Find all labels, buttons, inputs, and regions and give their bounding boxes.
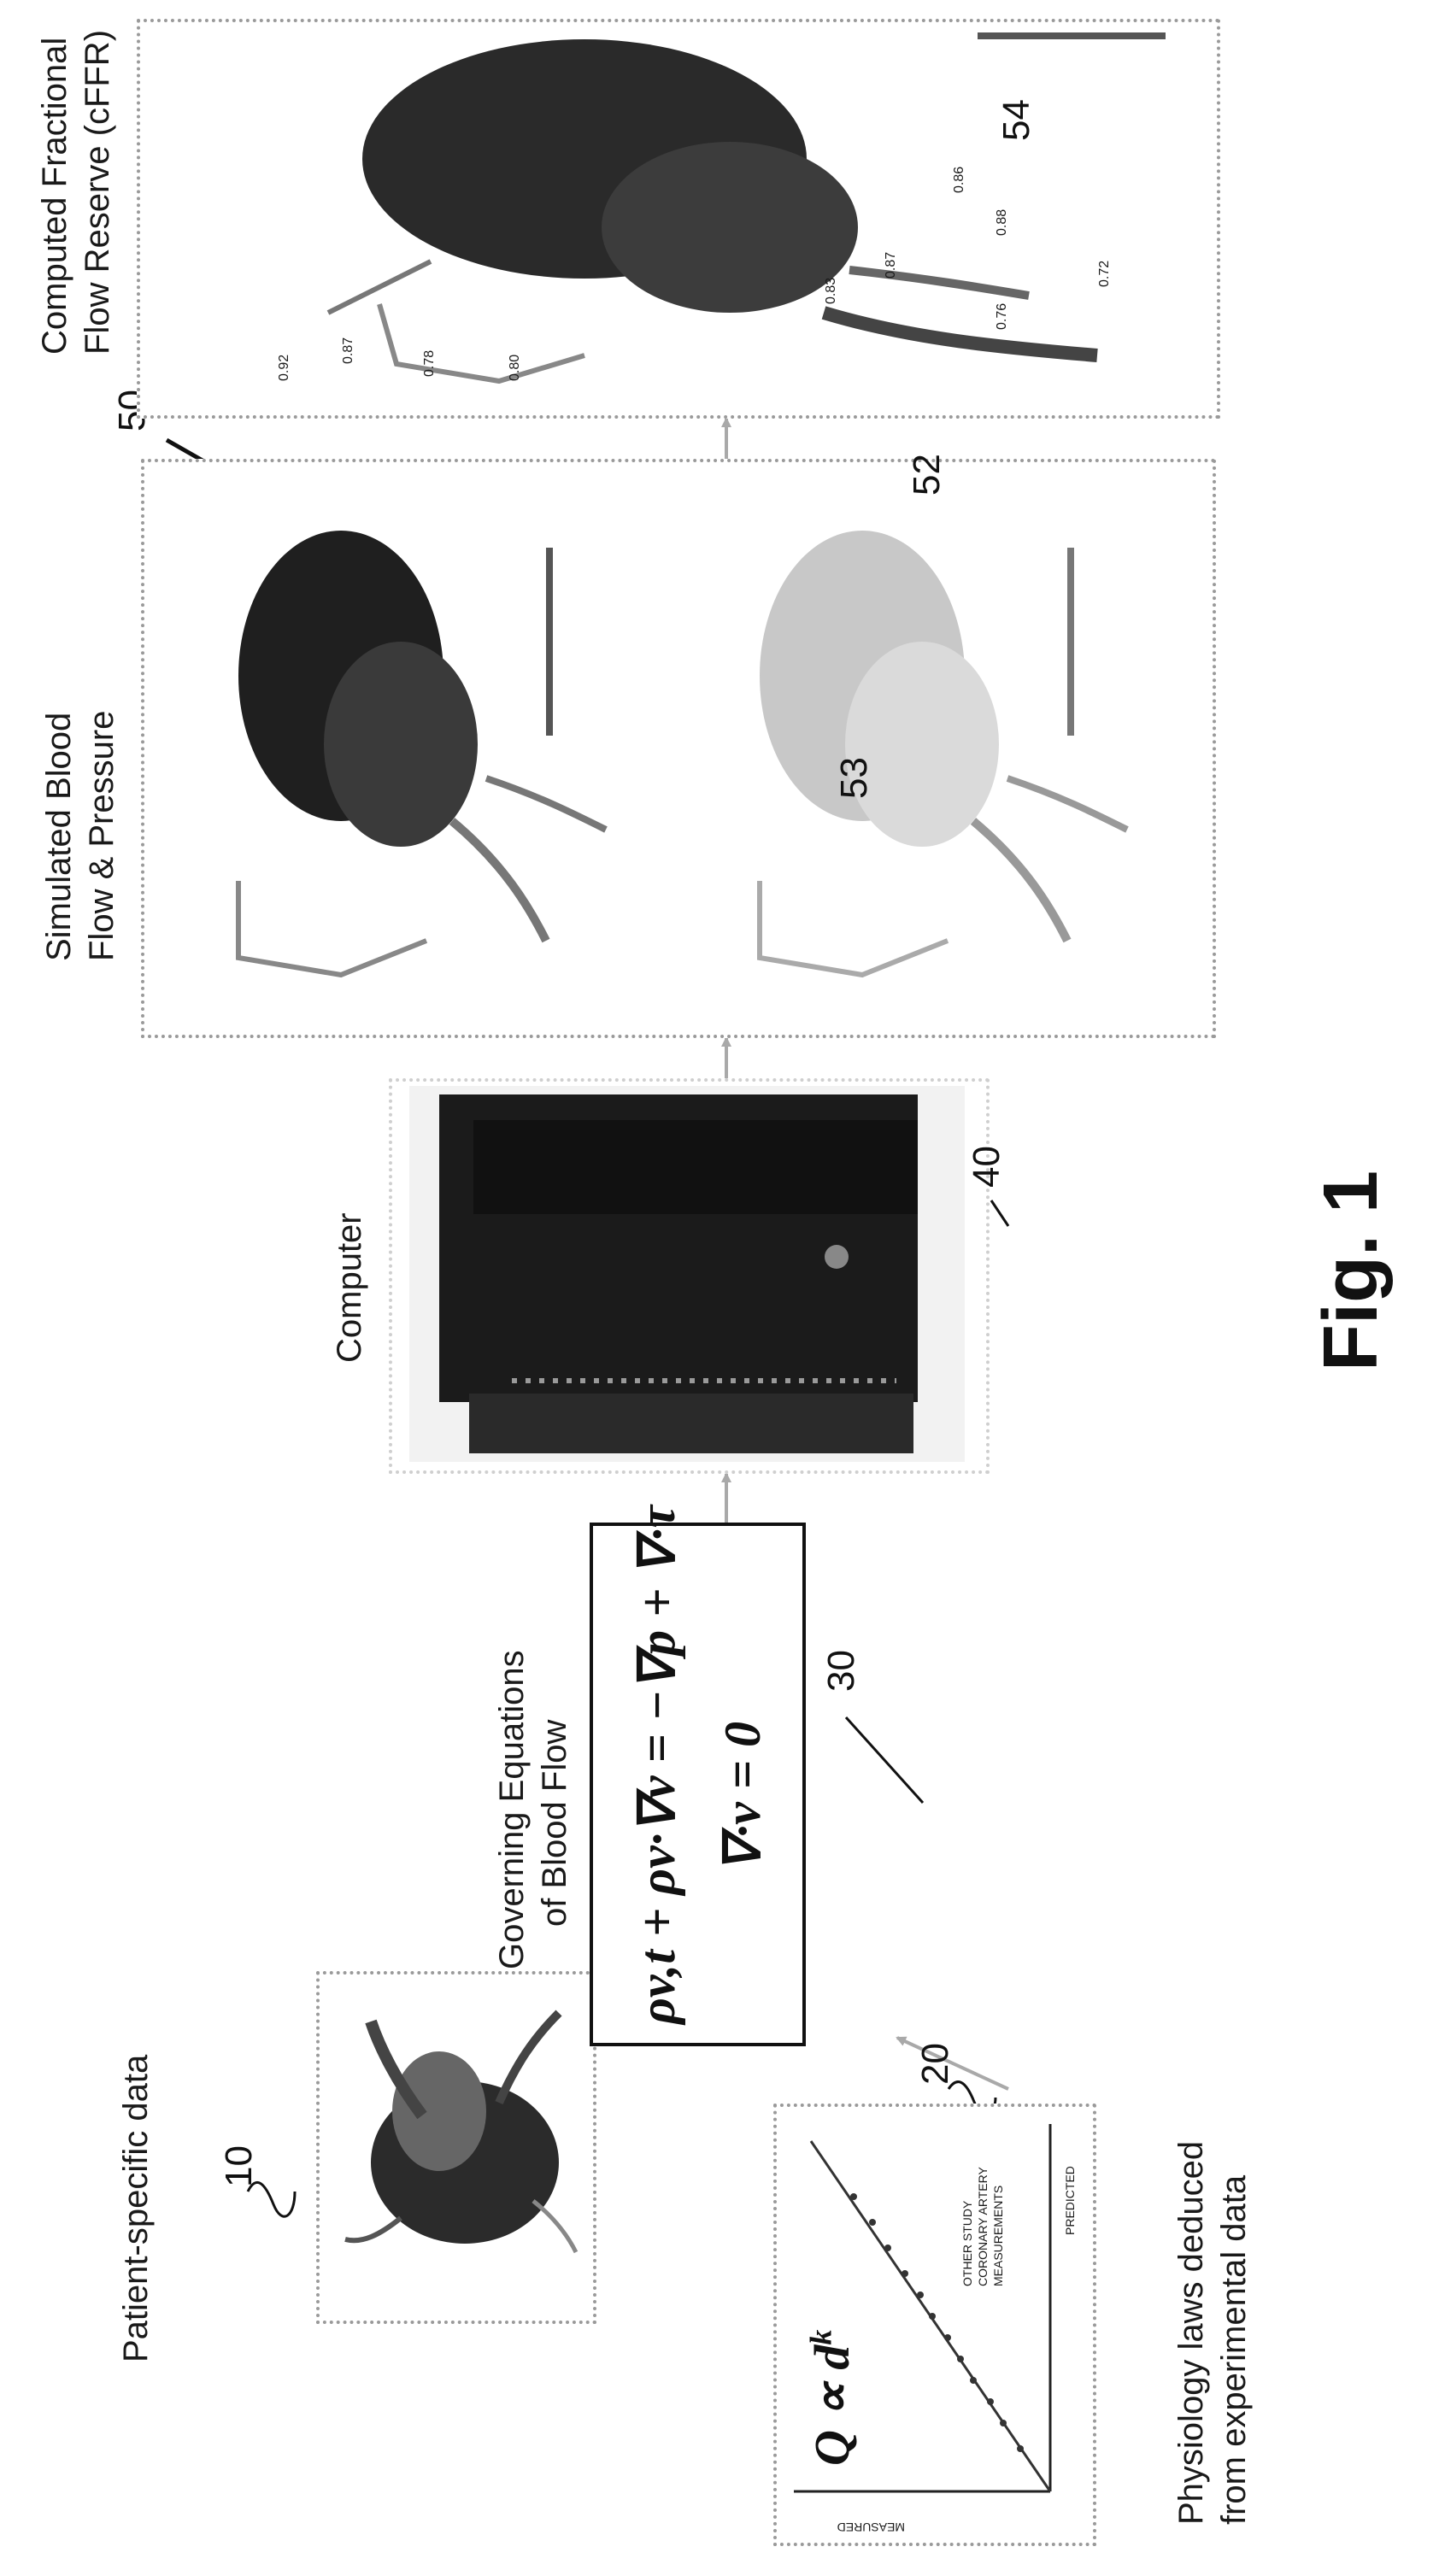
label-computer: Computer — [329, 1212, 370, 1363]
physiology-plot-panel: Q ∝ dk OTHER STUDY CORONARY ARTERY MEASU… — [773, 2104, 1096, 2546]
cffr-value-4: 0.80 — [508, 355, 523, 381]
cffr-value-9: 0.86 — [952, 167, 967, 193]
label-governing-line1: Governing Equations — [491, 1650, 532, 1969]
plot-ylabel: MEASURED — [837, 2520, 905, 2534]
leader-30 — [846, 1717, 923, 1803]
cffr-value-3: 0.78 — [422, 350, 438, 377]
plot-legend-2: CORONARY ARTERY — [976, 2167, 990, 2286]
ref-10: 10 — [218, 2145, 261, 2187]
ref-40: 40 — [966, 1146, 1008, 1188]
cffr-value-1: 0.92 — [277, 355, 292, 381]
cffr-rendering — [140, 22, 1217, 415]
cffr-value-5: 0.83 — [824, 278, 839, 304]
patient-data-panel — [316, 1971, 596, 2324]
simulated-flow-panel — [141, 459, 1216, 1038]
computer-image — [389, 1078, 990, 1474]
label-patient-data: Patient-specific data — [115, 2055, 156, 2362]
cffr-value-6: 0.87 — [884, 252, 899, 279]
ref-53: 53 — [833, 757, 876, 799]
label-governing-line2: of Blood Flow — [534, 1720, 575, 1927]
label-simulated-line1: Simulated Blood — [38, 713, 79, 961]
ref-54: 54 — [996, 99, 1038, 141]
scatter-plot — [777, 2107, 1093, 2543]
ref-20: 20 — [914, 2043, 957, 2085]
label-cffr-line1: Computed Fractional — [34, 38, 75, 355]
figure-caption: Fig. 1 — [1307, 1171, 1395, 1371]
plot-legend-3: MEASUREMENTS — [991, 2186, 1005, 2286]
label-physiology-line2: from experimental data — [1213, 2175, 1254, 2525]
simulation-renderings — [144, 462, 1213, 1035]
label-simulated-line2: Flow & Pressure — [81, 711, 122, 961]
plot-xlabel: PREDICTED — [1063, 2166, 1077, 2235]
cffr-value-7: 0.72 — [1097, 261, 1113, 287]
power-law-equation: Q ∝ dk — [802, 2330, 860, 2466]
ref-52: 52 — [906, 454, 949, 496]
cffr-value-8: 0.88 — [995, 209, 1010, 236]
leader-40 — [991, 1200, 1008, 1226]
cffr-panel: 0.92 0.87 0.78 0.80 0.83 0.87 0.72 0.88 … — [137, 19, 1220, 419]
heart-model-image — [320, 1975, 593, 2321]
leader-10 — [248, 2182, 295, 2216]
label-physiology-line1: Physiology laws deduced — [1171, 2141, 1212, 2525]
equations-box: ρv,t + ρv·∇v = −∇p + ∇·τ ∇·v = 0 — [590, 1523, 806, 2046]
momentum-equation: ρv,t + ρv·∇v = −∇p + ∇·τ — [627, 1505, 687, 2024]
cffr-value-10: 0.76 — [995, 303, 1010, 330]
continuity-equation: ∇·v = 0 — [713, 1722, 772, 1872]
plot-legend-1: OTHER STUDY — [960, 2201, 974, 2286]
label-cffr-line2: Flow Reserve (cFFR) — [77, 30, 118, 355]
ref-30: 30 — [820, 1650, 863, 1692]
computer-tower-icon — [392, 1082, 986, 1470]
cffr-value-2: 0.87 — [341, 337, 356, 364]
